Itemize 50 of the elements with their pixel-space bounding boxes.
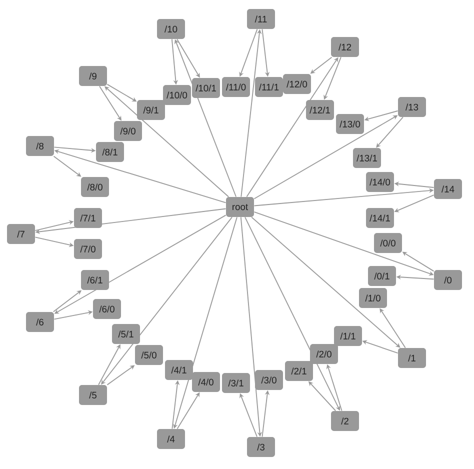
node-box: /0/0 <box>374 232 402 253</box>
node-box: /10/0 <box>163 84 191 105</box>
node-box: /7/0 <box>74 239 102 259</box>
node-box: /1/1 <box>334 326 362 346</box>
node-box: /3 <box>247 436 275 457</box>
node-box: /3/0 <box>255 370 283 390</box>
node-box: /12/1 <box>306 100 334 120</box>
node-box: /2/1 <box>285 360 313 381</box>
node-box: /0/1 <box>368 266 396 286</box>
arrow <box>104 86 229 198</box>
node-box: /9/1 <box>137 100 165 120</box>
node-label: /12/0 <box>286 80 308 88</box>
node-box: /11/0 <box>222 77 250 97</box>
node-box: /1 <box>398 348 426 368</box>
node-box: /10 <box>157 19 185 39</box>
node-box: /12 <box>331 37 359 57</box>
node-box: /2 <box>331 410 359 431</box>
node-box: /4/0 <box>192 372 220 392</box>
node-box: /11 <box>247 9 275 29</box>
node-box: /14/1 <box>366 208 394 228</box>
node-box: /5 <box>79 384 107 405</box>
node-box: /8 <box>26 136 54 156</box>
node-box: /7 <box>7 224 35 244</box>
node-box: /9 <box>79 66 107 86</box>
node-box: /5/1 <box>112 324 140 344</box>
node-box: /9/0 <box>114 121 142 141</box>
node-label: /11/1 <box>258 84 279 90</box>
node-box: /10/1 <box>192 78 220 98</box>
arrow <box>251 216 400 348</box>
node-box: /6 <box>26 312 54 332</box>
node-box: /2/0 <box>310 344 338 364</box>
node-box: /12/0 <box>283 74 311 94</box>
node-box: /1/0 <box>359 288 387 308</box>
node-box: /8/1 <box>96 142 124 162</box>
node-box: /4 <box>157 428 185 449</box>
node-box: root <box>226 196 254 217</box>
node-box: /8/0 <box>81 176 109 197</box>
node-box: /7/1 <box>74 208 102 228</box>
node-box: /5/0 <box>135 344 163 365</box>
node-box: /13/1 <box>353 148 381 168</box>
node-box: /11/1 <box>255 77 283 97</box>
node-box: /14 <box>434 178 462 199</box>
node-box: /4/1 <box>165 360 193 380</box>
node-box: /3/1 <box>222 372 250 393</box>
node-box: /6/1 <box>81 270 109 290</box>
node-box: /13 <box>398 97 426 117</box>
node-box: /13/0 <box>336 114 364 134</box>
node-box: /14/0 <box>366 172 394 192</box>
node-box: /0 <box>434 270 462 290</box>
node-box: /6/0 <box>93 298 121 319</box>
